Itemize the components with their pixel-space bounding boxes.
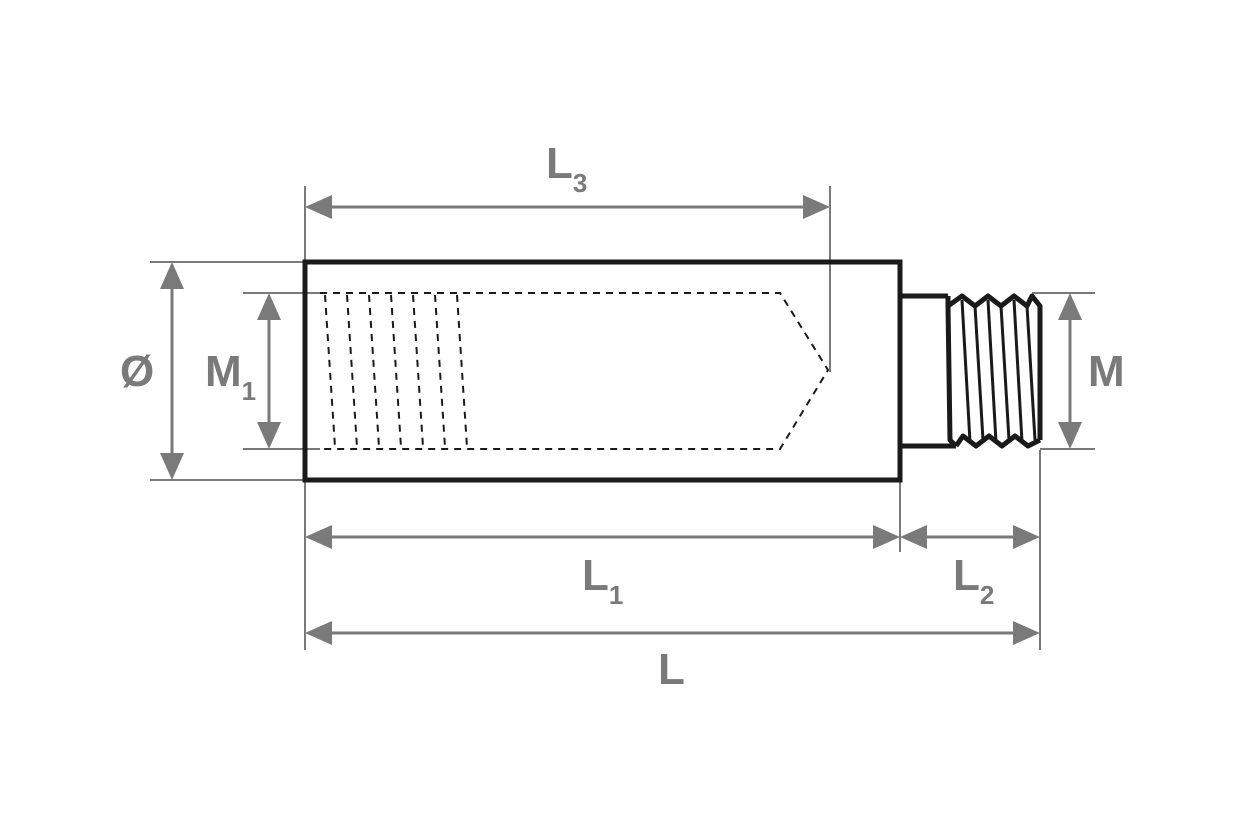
diameter-arrow-top (160, 262, 184, 289)
external-thread-crest-lines (960, 299, 1037, 443)
l3-arrow-right (803, 195, 830, 219)
dimension-lines (160, 195, 1082, 645)
dimension-labels: L3 Ø M1 M L1 L2 L (120, 139, 1125, 694)
m1-arrow-bottom (257, 422, 281, 449)
body-outline (302, 259, 903, 483)
m1-arrow-top (257, 293, 281, 320)
extension-lines (150, 186, 1095, 650)
l1-arrow-left (305, 525, 332, 549)
m1-label: M1 (205, 347, 256, 406)
l1-label: L1 (582, 551, 623, 610)
diameter-arrow-bottom (160, 453, 184, 480)
internal-hole-hidden-line (320, 292, 830, 450)
internal-thread-hidden-lines (324, 294, 468, 448)
l2-arrow-right (1013, 525, 1040, 549)
thread-neck (900, 293, 956, 449)
l2-arrow-left (900, 525, 927, 549)
m-arrow-top (1058, 293, 1082, 320)
l-label: L (658, 645, 685, 694)
l1-arrow-right (873, 525, 900, 549)
l3-arrow-left (305, 195, 332, 219)
l-arrow-left (305, 621, 332, 645)
diameter-label: Ø (120, 347, 154, 396)
m-arrow-bottom (1058, 422, 1082, 449)
l3-label: L3 (546, 139, 587, 198)
part-body (302, 259, 1043, 483)
l-arrow-right (1013, 621, 1040, 645)
m-label: M (1088, 347, 1125, 396)
l2-label: L2 (953, 551, 994, 610)
